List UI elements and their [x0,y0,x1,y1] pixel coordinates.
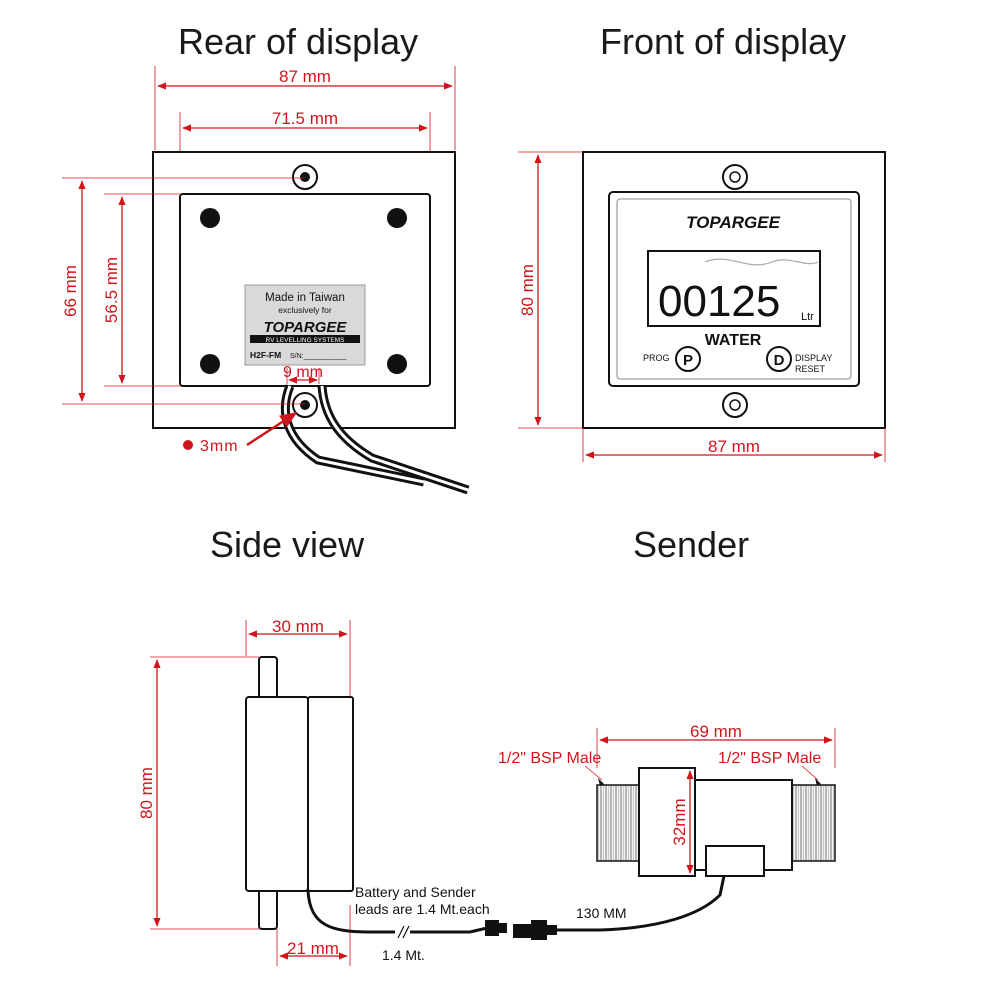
prog-label: PROG [643,353,670,363]
sender-thread-left [596,784,640,862]
sender-diameter-label: 32mm [670,798,689,845]
side-view: 30 mm 80 mm 21 mm 1.4 Mt. Battery and Se… [137,617,557,966]
front-width-label: 87 mm [708,437,760,456]
cable-spacing-label: 9 mm [283,364,323,381]
display-reset-button[interactable]: D [766,346,792,372]
rear-product-label [244,284,366,366]
label-made-in: Made in Taiwan [265,292,345,304]
front-view-title: Front of display [600,21,846,62]
lcd-reading: 00125 [658,277,780,326]
label-model: H2F-FM [250,350,281,360]
rear-view-title: Rear of display [178,21,418,62]
hole-size-marker [183,440,193,450]
lead-connector-female [485,920,499,936]
label-brand: TOPARGEE [264,319,348,336]
sender-title: Sender [633,524,749,565]
display-label: DISPLAY [795,353,832,363]
side-depth-label: 30 mm [272,617,324,636]
prog-button-letter: P [683,352,693,369]
sender-view: 69 mm 1/2" BSP Male 1/2" BSP Male 32mm 1… [498,722,836,932]
lead-note-line1: Battery and Sender [355,884,476,900]
sender-length-label: 69 mm [690,722,742,741]
rear-inner-height-label: 56.5 mm [102,257,121,323]
side-rear-housing [307,696,354,892]
side-view-title: Side view [210,524,365,565]
lcd-screen [647,250,821,327]
rear-width-label: 87 mm [279,67,331,86]
reset-label: RESET [795,364,826,374]
side-front-block [245,696,309,892]
rear-view: 87 mm 71.5 mm Made in Taiwan exclusively… [61,66,470,495]
rear-screw-top-right [387,208,407,228]
display-lead [306,890,395,934]
sender-sensor-box [705,845,765,877]
hole-size-pointer [246,411,298,447]
hole-size-label: 3mm [200,438,239,455]
rear-inner-width-label: 71.5 mm [272,109,338,128]
side-height-label: 80 mm [137,767,156,819]
label-tagline: RV LEVELLING SYSTEMS [266,337,346,344]
side-body-label: 21 mm [287,939,339,958]
sender-cable [557,875,726,932]
rear-screw-bottom-right [387,354,407,374]
front-height-label: 80 mm [518,264,537,316]
label-exclusively: exclusively for [278,305,332,315]
rear-screw-top-left [200,208,220,228]
sender-thread-right [791,784,836,862]
lead-connector-male [513,924,531,938]
rear-height-label: 66 mm [61,265,80,317]
sender-thread-left-label: 1/2" BSP Male [498,750,601,767]
lcd-unit: Ltr [801,311,814,323]
front-brand: TOPARGEE [686,213,780,232]
display-button-letter: D [774,352,785,369]
sender-cable-length-label: 130 MM [576,905,627,921]
lead-note-line2: leads are 1.4 Mt.each [355,901,490,917]
rear-screw-bottom-left [200,354,220,374]
sender-thread-right-label: 1/2" BSP Male [718,750,821,767]
sender-hex-body [638,767,696,877]
fluid-type-label: WATER [705,332,762,349]
front-view: TOPARGEE 00125 Ltr WATER PROG P D DISPLA… [518,151,886,462]
lead-length-label: 1.4 Mt. [382,947,425,963]
label-serial: S/N:___________ [290,353,347,360]
prog-button[interactable]: P [675,346,701,372]
